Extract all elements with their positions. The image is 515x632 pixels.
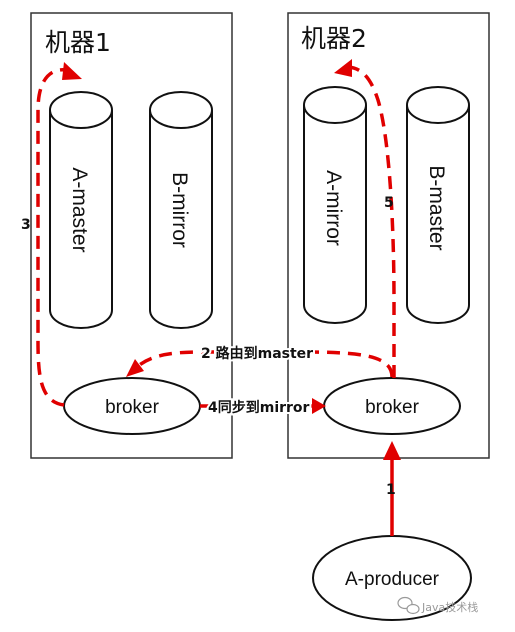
queue-a-master: A-master bbox=[49, 91, 113, 329]
queue-b-master: B-master bbox=[406, 86, 470, 324]
step4-label: 4同步到mirror bbox=[208, 399, 310, 416]
machine1-title: 机器1 bbox=[45, 28, 111, 57]
producer-label: A-producer bbox=[345, 569, 440, 590]
step1-label: 1 bbox=[386, 482, 396, 498]
broker-machine1: broker bbox=[63, 377, 201, 435]
step2-label: 2 路由到master bbox=[201, 345, 313, 362]
watermark: Java技术栈 bbox=[397, 596, 478, 615]
broker-machine1-label: broker bbox=[105, 397, 160, 418]
queue-b-master-label: B-master bbox=[425, 165, 448, 250]
arrow-step2 bbox=[126, 350, 394, 378]
arrow-step1 bbox=[383, 441, 401, 536]
broker-machine2: broker bbox=[323, 377, 461, 435]
queue-b-mirror-label: B-mirror bbox=[168, 172, 191, 248]
queue-b-mirror: B-mirror bbox=[149, 91, 213, 329]
arrow-step4 bbox=[200, 398, 326, 414]
machine2-title: 机器2 bbox=[301, 24, 367, 53]
queue-a-mirror-label: A-mirror bbox=[322, 170, 345, 246]
arrow-step5 bbox=[334, 59, 396, 378]
queue-a-master-label: A-master bbox=[68, 167, 91, 252]
broker-machine2-label: broker bbox=[365, 397, 420, 418]
arrow-step3 bbox=[36, 62, 82, 407]
queue-a-mirror: A-mirror bbox=[303, 86, 367, 324]
wechat-icon bbox=[397, 596, 420, 615]
step3-label: 3 bbox=[21, 217, 31, 233]
producer-node: A-producer bbox=[312, 535, 472, 621]
watermark-text: Java技术栈 bbox=[421, 600, 478, 614]
step5-label: 5 bbox=[384, 195, 394, 211]
